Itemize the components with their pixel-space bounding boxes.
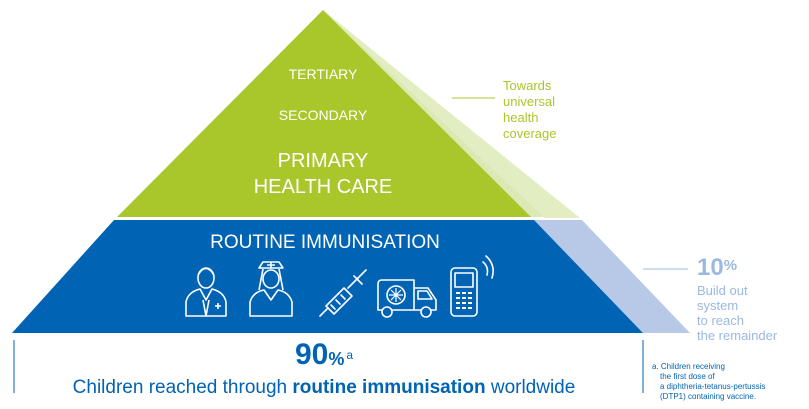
reached-percentage: 90%a (14, 338, 634, 372)
remainder-band (534, 220, 690, 333)
green-pyramid (117, 10, 531, 217)
toward-line: coverage (503, 126, 557, 141)
toward-line: Towards (503, 78, 552, 93)
doctor-icon (185, 267, 227, 317)
syringe-icon (319, 269, 367, 317)
remainder-unit: % (723, 257, 738, 274)
caption-before: Children reached through (72, 377, 293, 398)
coverage-shadow-band-2 (323, 10, 580, 218)
toward-line: health (503, 110, 539, 125)
primary-label-line2: HEALTH CARE (254, 176, 393, 198)
remainder-line: system (697, 298, 739, 313)
remainder-percentage: 10% (697, 254, 737, 282)
remainder-line: to reach (697, 313, 744, 328)
tertiary-label: TERTIARY (289, 66, 358, 82)
footnote-line: a. Children receiving (652, 362, 725, 371)
reached-value: 90 (294, 338, 329, 371)
toward-universal-coverage-label: Towards universal health coverage (503, 78, 613, 142)
footnote: a. Children receiving the first dose of … (652, 362, 807, 402)
mobile-phone-icon (450, 255, 494, 317)
caption-bold: routine immunisation (292, 377, 486, 398)
routine-immunisation-band (12, 220, 643, 333)
nurse-icon (249, 261, 293, 317)
reached-unit: % (328, 349, 345, 369)
remainder-description: Build out system to reach the remainder (697, 283, 807, 343)
remainder-line: the remainder (697, 328, 778, 343)
remainder-line: Build out (697, 283, 748, 298)
reached-footnote-marker: a (346, 348, 354, 362)
remainder-value: 10 (697, 254, 724, 281)
footnote-line: a diphtheria-tetanus-pertussis (660, 382, 766, 391)
caption-after: worldwide (485, 377, 576, 398)
primary-label-line1: PRIMARY (278, 150, 369, 172)
reached-statistic: 90%a Children reached through routine im… (14, 338, 634, 400)
vaccine-van-icon (377, 279, 437, 318)
footnote-line: the first dose of (660, 372, 715, 381)
secondary-label: SECONDARY (279, 107, 368, 123)
toward-line: universal (503, 94, 556, 109)
reached-caption: Children reached through routine immunis… (14, 376, 634, 400)
routine-immunisation-label: ROUTINE IMMUNISATION (210, 232, 440, 253)
footnote-line: (DTP1) containing vaccine. (660, 392, 757, 401)
